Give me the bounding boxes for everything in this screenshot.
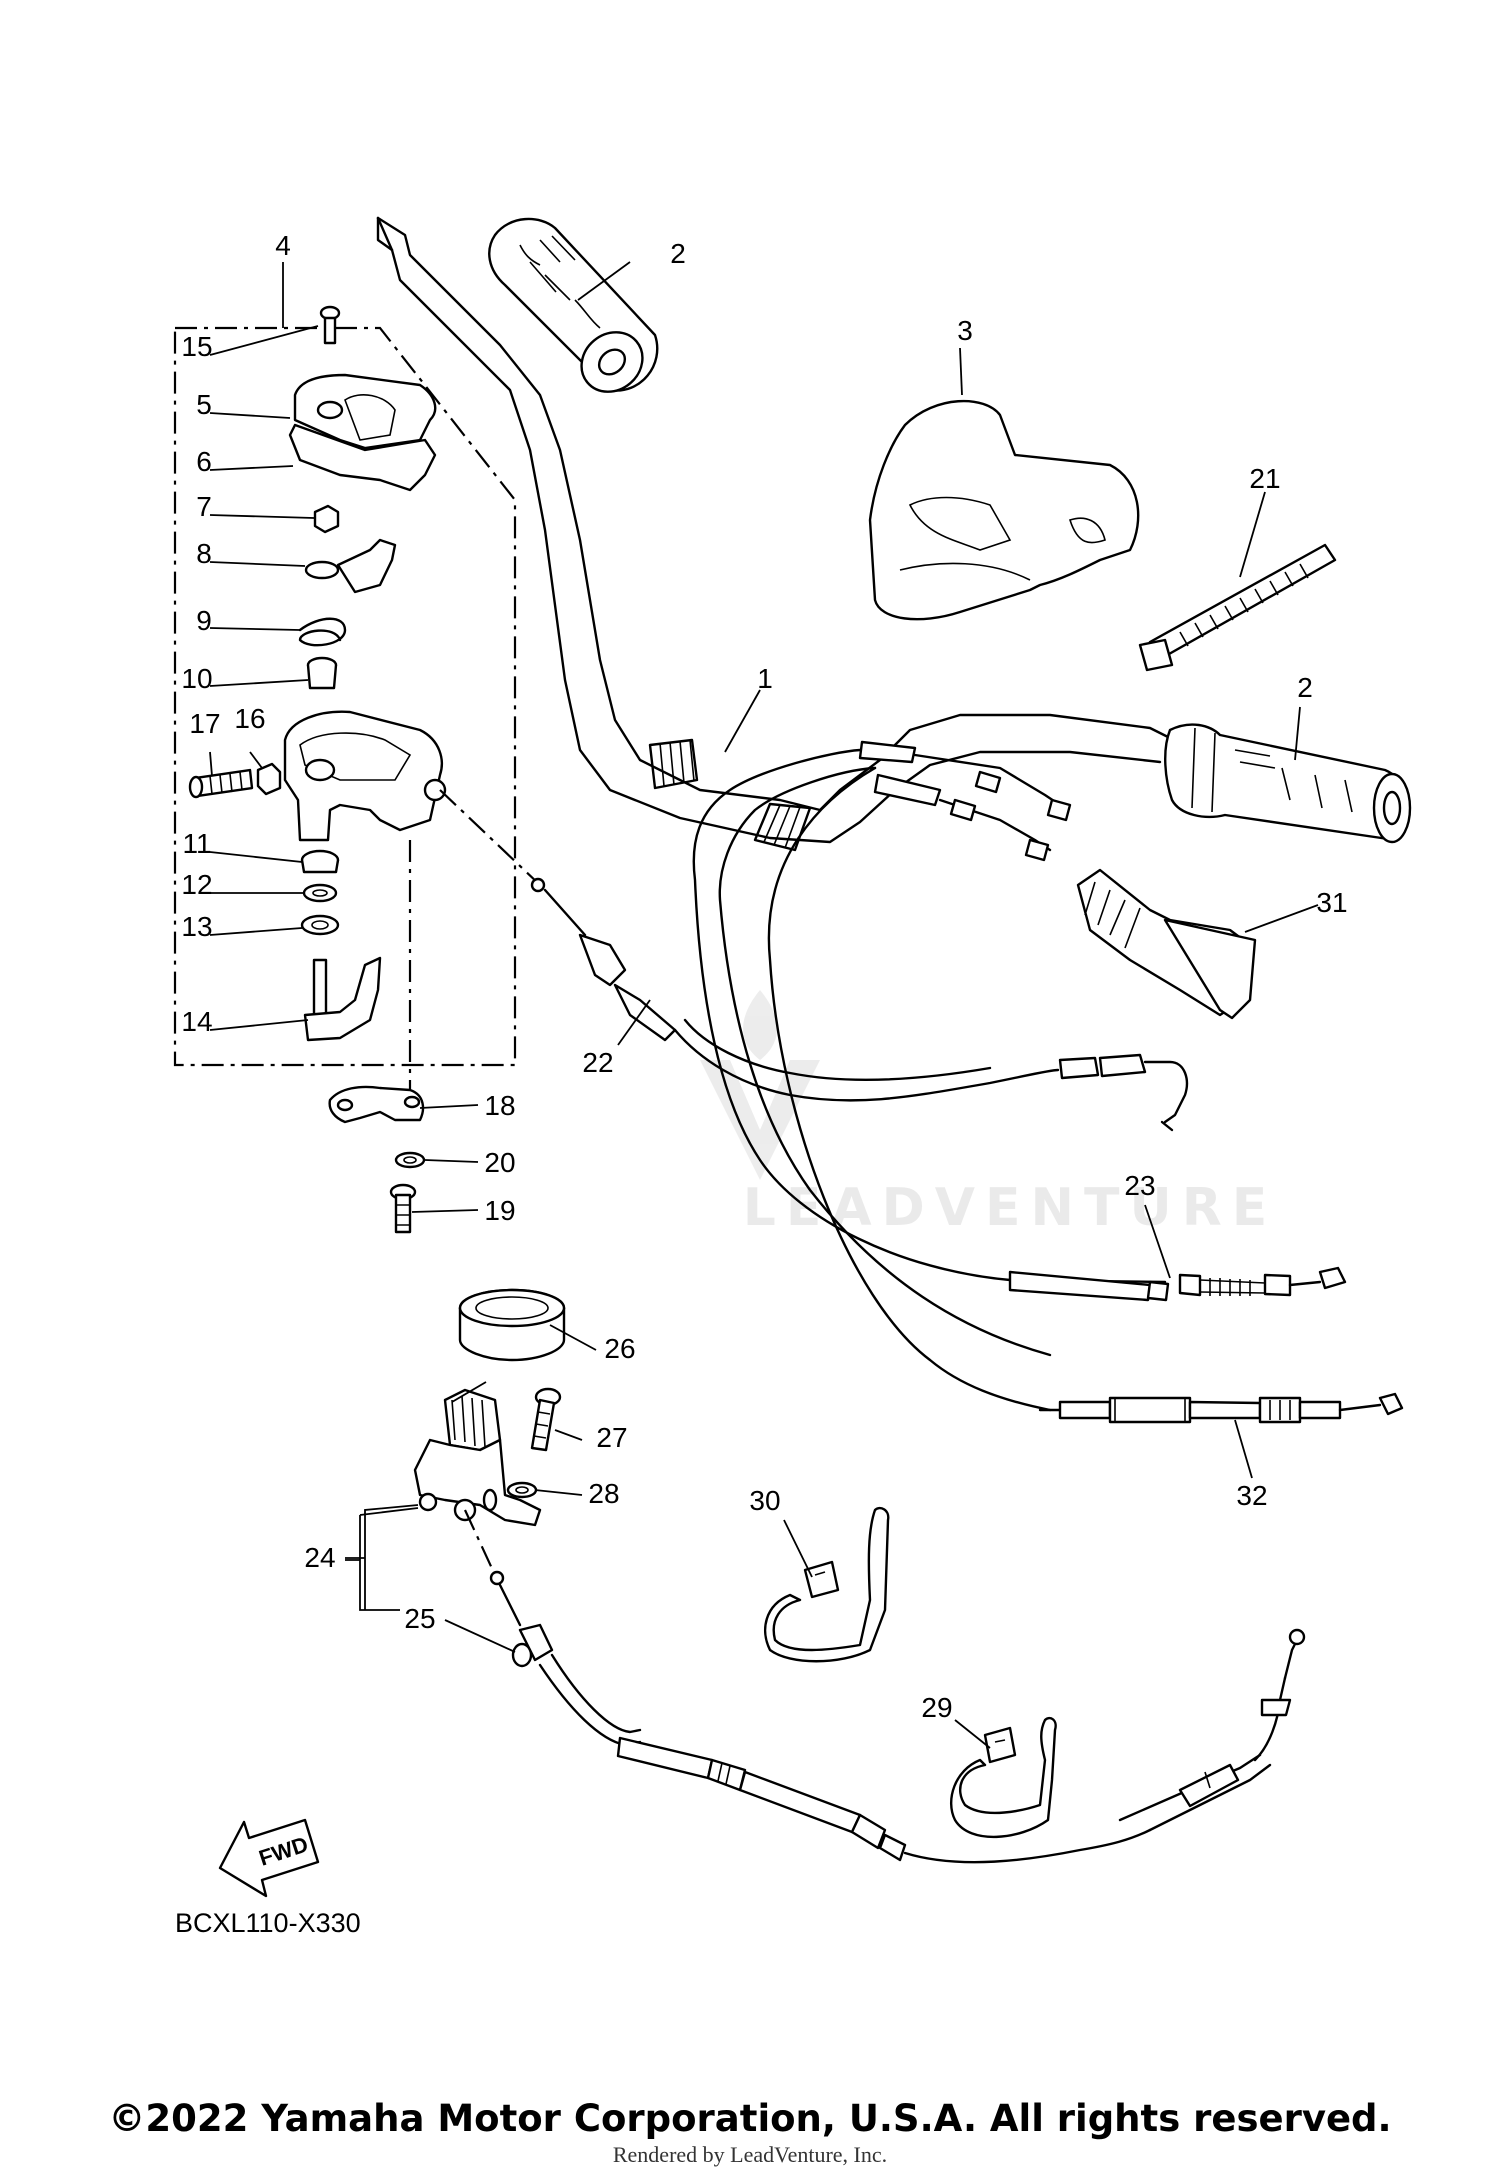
callout-24: 24 bbox=[304, 1542, 335, 1573]
washer-plate-8 bbox=[304, 538, 397, 594]
callout-12: 12 bbox=[181, 869, 212, 900]
callout-6: 6 bbox=[196, 446, 212, 477]
knurl-ring-left bbox=[648, 738, 699, 790]
screw-27 bbox=[530, 1387, 562, 1452]
spring-9 bbox=[298, 617, 347, 647]
clip-29 bbox=[950, 1716, 1057, 1839]
callout-28: 28 bbox=[588, 1478, 619, 1509]
copyright-text: ©2022 Yamaha Motor Corporation, U.S.A. A… bbox=[108, 2097, 1392, 2140]
callout-3: 3 bbox=[957, 315, 973, 346]
callout-8: 8 bbox=[196, 538, 212, 569]
callout-2-left: 2 bbox=[670, 238, 686, 269]
cable-23 bbox=[1008, 1266, 1347, 1302]
watermark-text: LEADVENTURE bbox=[743, 1178, 1278, 1238]
callout-7: 7 bbox=[196, 491, 212, 522]
throttle-cable-22 bbox=[439, 789, 1189, 1132]
cover-5 bbox=[293, 373, 437, 450]
callout-14: 14 bbox=[181, 1006, 212, 1037]
washer-13 bbox=[300, 914, 340, 936]
fwd-arrow-icon: FWD bbox=[218, 1818, 320, 1898]
callout-22: 22 bbox=[582, 1047, 613, 1078]
rendered-by-text: Rendered by LeadVenture, Inc. bbox=[612, 2142, 888, 2167]
callout-10: 10 bbox=[181, 663, 212, 694]
grip-right bbox=[1164, 723, 1412, 844]
bracket-24-25 bbox=[345, 1507, 419, 1611]
callout-30: 30 bbox=[749, 1485, 780, 1516]
ring-26 bbox=[458, 1288, 566, 1362]
housing-6 bbox=[288, 423, 437, 492]
callout-19: 19 bbox=[484, 1195, 515, 1226]
washer-20 bbox=[394, 1151, 426, 1169]
cable-tie-21 bbox=[1138, 543, 1337, 672]
bushing-11 bbox=[300, 849, 340, 874]
callout-1: 1 bbox=[757, 663, 773, 694]
cable-25 bbox=[464, 1509, 1306, 1864]
handlebar bbox=[376, 216, 1172, 852]
throttle-lever-14 bbox=[303, 956, 382, 1042]
handle-cover bbox=[868, 399, 1140, 621]
screw-15 bbox=[319, 305, 341, 345]
callout-23: 23 bbox=[1124, 1170, 1155, 1201]
callout-20: 20 bbox=[484, 1147, 515, 1178]
callout-13: 13 bbox=[181, 911, 212, 942]
diagram-code: BCXL110-X330 bbox=[175, 1908, 361, 1938]
callout-21: 21 bbox=[1249, 463, 1280, 494]
callout-26: 26 bbox=[604, 1333, 635, 1364]
callout-18: 18 bbox=[484, 1090, 515, 1121]
callout-15: 15 bbox=[181, 331, 212, 362]
grip-left bbox=[488, 217, 659, 393]
bolt-17 bbox=[188, 768, 254, 799]
callout-17: 17 bbox=[189, 708, 220, 739]
callout-11: 11 bbox=[182, 828, 211, 859]
callout-25: 25 bbox=[404, 1603, 435, 1634]
throttle-body bbox=[283, 710, 447, 842]
leader-lines bbox=[209, 261, 1319, 1749]
callout-9: 9 bbox=[196, 605, 212, 636]
callouts: 4 2 3 15 5 6 7 8 9 10 16 17 11 12 13 14 … bbox=[181, 230, 1347, 1723]
watermark-logo bbox=[700, 990, 820, 1180]
callout-2-right: 2 bbox=[1297, 672, 1313, 703]
callout-29: 29 bbox=[921, 1692, 952, 1723]
nut-7 bbox=[313, 504, 340, 534]
switch-housing-24 bbox=[413, 1388, 542, 1527]
nut-16 bbox=[256, 762, 282, 796]
collar-10 bbox=[306, 656, 338, 690]
assembly-4-outline bbox=[173, 326, 517, 1067]
clip-30 bbox=[763, 1506, 890, 1663]
callout-27: 27 bbox=[596, 1422, 627, 1453]
washer-28 bbox=[506, 1481, 538, 1499]
callout-31: 31 bbox=[1316, 887, 1347, 918]
callout-16: 16 bbox=[234, 703, 265, 734]
washer-12 bbox=[302, 883, 338, 903]
callout-32: 32 bbox=[1236, 1480, 1267, 1511]
boot-31 bbox=[1076, 868, 1257, 1020]
cable-32 bbox=[1038, 1392, 1404, 1424]
callout-5: 5 bbox=[196, 389, 212, 420]
cable-loops bbox=[692, 740, 1167, 1412]
callout-4: 4 bbox=[275, 230, 291, 261]
clamp-18 bbox=[328, 1085, 425, 1124]
screw-19 bbox=[389, 1183, 417, 1234]
knurl-ring-right bbox=[753, 802, 812, 852]
